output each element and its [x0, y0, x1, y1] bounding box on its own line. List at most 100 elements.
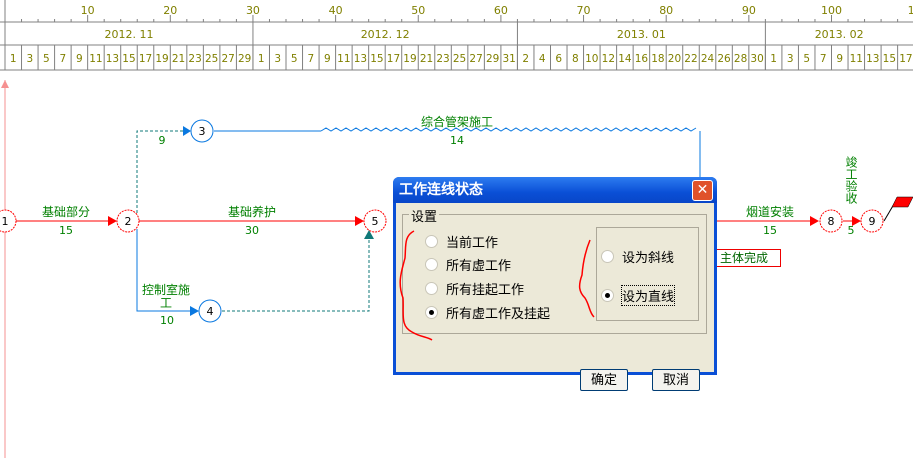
milestone-label[interactable]: 主体完成	[716, 249, 781, 267]
node-3[interactable]: 3	[190, 119, 214, 143]
radio-scope_options-2[interactable]: 所有挂起工作	[425, 279, 524, 298]
day-label: 1	[258, 53, 265, 65]
ok-button[interactable]: 确定	[580, 369, 628, 391]
ruler-number: 40	[329, 4, 343, 17]
activity-name-wrap: 工	[160, 296, 172, 310]
node-8[interactable]: 8	[819, 209, 843, 233]
radio-scope_options-1[interactable]: 所有虚工作	[425, 255, 511, 274]
day-label: 28	[734, 53, 747, 65]
node-9[interactable]: 9	[860, 209, 884, 233]
activity-duration: 9	[159, 134, 166, 147]
radio-button-icon[interactable]	[425, 306, 438, 319]
radio-scope_options-3[interactable]: 所有虚工作及挂起	[425, 303, 550, 322]
line-style-group	[596, 227, 699, 321]
radio-button-icon[interactable]	[425, 282, 438, 295]
day-label: 3	[787, 53, 794, 65]
radio-button-icon[interactable]	[425, 258, 438, 271]
radio-button-icon[interactable]	[425, 235, 438, 248]
finish-flag-icon	[883, 196, 913, 222]
activity-duration: 14	[450, 134, 464, 147]
node-4[interactable]: 4	[198, 299, 222, 323]
cancel-button[interactable]: 取消	[652, 369, 700, 391]
day-label: 27	[221, 53, 234, 65]
day-label: 2	[522, 53, 529, 65]
day-label: 1	[770, 53, 777, 65]
day-label: 18	[651, 53, 664, 65]
radio-label: 所有虚工作	[446, 259, 512, 274]
day-label: 7	[820, 53, 827, 65]
day-label: 13	[106, 53, 119, 65]
day-label: 21	[172, 53, 185, 65]
activity-name: 基础养护	[228, 204, 276, 219]
day-label: 11	[337, 53, 350, 65]
month-label: 2012. 11	[104, 28, 153, 41]
activity-2-5[interactable]: 基础养护 30	[139, 204, 364, 237]
day-label: 31	[502, 53, 515, 65]
day-label: 4	[539, 53, 546, 65]
activity-name: 烟道安装	[746, 204, 794, 219]
day-label: 26	[717, 53, 731, 65]
day-label: 3	[274, 53, 281, 65]
radio-button-icon[interactable]	[601, 250, 614, 263]
day-label: 13	[354, 53, 367, 65]
month-label: 2012. 12	[361, 28, 410, 41]
radio-line_options-1[interactable]: 设为直线	[601, 285, 676, 306]
ruler-number: 90	[742, 4, 756, 17]
day-label: 17	[387, 53, 400, 65]
ruler-number: 30	[246, 4, 260, 17]
radio-scope_options-0[interactable]: 当前工作	[425, 232, 498, 251]
day-label: 13	[866, 53, 879, 65]
dialog-titlebar[interactable]: 工作连线状态 ✕	[393, 177, 717, 203]
radio-label: 设为斜线	[622, 251, 675, 266]
activity-2-4[interactable]: 控制室施 工 10	[136, 229, 199, 327]
radio-label: 当前工作	[446, 236, 499, 251]
day-label: 9	[324, 53, 331, 65]
close-icon[interactable]: ✕	[692, 180, 713, 201]
ruler-number: 50	[411, 4, 425, 17]
node-number: 5	[372, 215, 379, 228]
day-label: 21	[420, 53, 433, 65]
activity-duration: 5	[848, 224, 855, 237]
node-number: 9	[869, 215, 876, 228]
day-label: 24	[701, 53, 715, 65]
day-label: 11	[850, 53, 863, 65]
radio-button-icon[interactable]	[601, 289, 614, 302]
dialog-title: 工作连线状态	[399, 182, 483, 198]
day-label: 29	[238, 53, 251, 65]
ruler-number: 70	[577, 4, 591, 17]
dialog-body: 设置 当前工作所有虚工作所有挂起工作所有虚工作及挂起 设为斜线设为直线 确定 取…	[396, 203, 714, 391]
radio-line_options-0[interactable]: 设为斜线	[601, 247, 674, 266]
radio-label: 所有虚工作及挂起	[446, 307, 551, 322]
day-label: 29	[486, 53, 499, 65]
day-label: 23	[436, 53, 449, 65]
ruler-number: 60	[494, 4, 508, 17]
activity-2-3-dummy[interactable]: 9	[136, 126, 191, 213]
day-label: 19	[155, 53, 168, 65]
activity-4-5-dummy[interactable]	[222, 230, 374, 312]
activity-name: 竣工验收	[844, 155, 858, 205]
day-label: 23	[188, 53, 201, 65]
node-number: 3	[199, 125, 206, 138]
activity-1-2[interactable]: 基础部分 15	[16, 204, 117, 237]
day-label: 7	[60, 53, 67, 65]
day-label: 9	[76, 53, 83, 65]
node-5[interactable]: 5	[363, 209, 387, 233]
ruler-number: 100	[821, 4, 842, 17]
node-2[interactable]: 2	[116, 209, 140, 233]
node-number: 1	[2, 215, 9, 228]
day-label: 11	[89, 53, 102, 65]
day-label: 7	[307, 53, 314, 65]
activity-name: 基础部分	[42, 204, 90, 219]
activity-duration: 30	[245, 224, 259, 237]
day-label: 27	[469, 53, 482, 65]
activity-5-8[interactable]: 烟道安装 15	[717, 204, 819, 237]
day-label: 12	[602, 53, 615, 65]
settings-group-label: 设置	[409, 206, 440, 225]
node-1[interactable]: 1	[0, 209, 17, 233]
day-label: 5	[291, 53, 298, 65]
activity-8-9[interactable]: 竣工验收 5	[843, 155, 861, 237]
activity-duration: 10	[160, 314, 174, 327]
activity-3-x[interactable]: 综合管架施工 14	[214, 114, 701, 180]
day-label: 8	[572, 53, 579, 65]
